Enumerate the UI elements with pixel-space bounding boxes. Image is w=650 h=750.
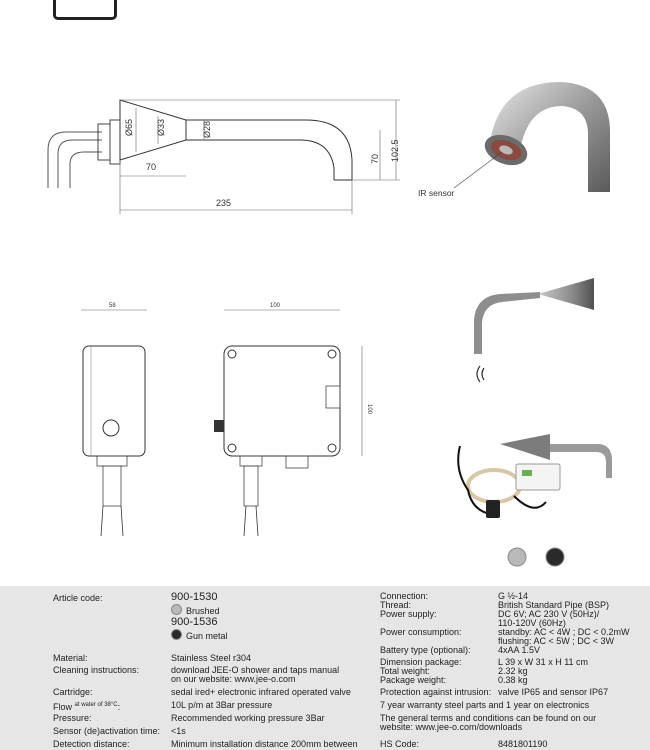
detection-label: Detection distance: xyxy=(53,739,130,749)
control-box-side-drawing: 58 xyxy=(81,303,147,537)
power-supply-value-2: 110-120V (60Hz) xyxy=(498,618,566,628)
package-weight-label: Package weight: xyxy=(380,675,447,685)
dimension-package-label: Dimension package: xyxy=(380,657,462,667)
power-supply-value-1: DC 6V; AC 230 V (50Hz)/ xyxy=(498,609,600,619)
control-box-front-drawing: 100 100 xyxy=(214,303,372,537)
finish-swatches xyxy=(507,547,565,567)
ir-sensor-photo xyxy=(484,82,610,192)
material-value: Stainless Steel r304 xyxy=(171,653,252,663)
ir-pointer-line xyxy=(453,151,503,189)
terms-text-2: website: www.jee-o.com/downloads xyxy=(380,722,523,732)
hs-code-value: 8481801190 xyxy=(498,739,548,749)
flow-value: 10L p/m at 3Bar pressure xyxy=(171,700,273,710)
sensor-wave-icon xyxy=(481,367,485,381)
brushed-dot-icon xyxy=(171,604,182,615)
spout-side-drawing: Ø65 Ø33 Ø28 70 235 70 102.5 xyxy=(47,99,400,214)
finish-2: Gun metal xyxy=(171,629,228,641)
dimension-package-value: L 39 x W 31 x H 11 cm xyxy=(498,657,589,667)
dim-w58: 58 xyxy=(109,303,116,309)
intrusion-label: Protection against intrusion: xyxy=(380,687,492,697)
article-code-label: Article code: xyxy=(53,593,103,603)
warranty-text: 7 year warranty steel parts and 1 year o… xyxy=(380,700,590,710)
power-consumption-label: Power consumption: xyxy=(380,627,462,637)
dim-h1025: 102.5 xyxy=(390,139,400,162)
dim-h70: 70 xyxy=(370,154,380,164)
thread-value: British Standard Pipe (BSP) xyxy=(498,600,610,610)
flow-superscript: at water of 38°C xyxy=(74,702,118,708)
cleaning-value-2: on our website: www.jee-o.com xyxy=(171,674,296,684)
dim-l70: 70 xyxy=(146,162,156,172)
dim-d28: Ø28 xyxy=(202,121,212,138)
dim-l235: 235 xyxy=(216,198,231,208)
cartridge-value: sedal ired+ electronic infrared operated… xyxy=(171,687,351,697)
finish-2-label: Gun metal xyxy=(186,631,228,641)
connection-label: Connection: xyxy=(380,591,429,601)
hs-code-label: HS Code: xyxy=(380,739,420,749)
pressure-value: Recommended working pressure 3Bar xyxy=(171,713,325,723)
detection-value: Minimum installation distance 200mm betw… xyxy=(171,739,358,749)
battery-value: 4xAA 1.5V xyxy=(498,645,541,655)
dim-d65: Ø65 xyxy=(124,119,134,136)
article-code-2: 900-1536 xyxy=(171,616,218,628)
thread-label: Thread: xyxy=(380,600,412,610)
dim-w100: 100 xyxy=(270,303,281,309)
cleaning-label: Cleaning instructions: xyxy=(53,665,140,675)
spout-product-photo xyxy=(474,278,594,383)
finish-1: Brushed xyxy=(171,604,220,616)
flow-label-text: Flow xyxy=(53,702,73,712)
dim-d33: Ø33 xyxy=(156,119,166,136)
flow-label: Flow at water of 38°C: xyxy=(53,702,121,712)
cleaning-value-1: download JEE-O shower and taps manual xyxy=(171,665,340,675)
connection-value: G ½-14 xyxy=(498,591,529,601)
gunmetal-dot-icon xyxy=(171,629,182,640)
article-code-1: 900-1530 xyxy=(171,591,218,603)
package-weight-value: 0.38 kg xyxy=(498,675,528,685)
pressure-label: Pressure: xyxy=(53,713,92,723)
ir-sensor-label: IR sensor xyxy=(418,188,455,198)
spec-panel: Article code: 900-1530 Brushed 900-1536 … xyxy=(0,586,650,750)
sensor-label: Sensor (de)activation time: xyxy=(53,726,161,736)
finish-1-label: Brushed xyxy=(186,606,220,616)
total-weight-label: Total weight: xyxy=(380,666,431,676)
dim-h100: 100 xyxy=(366,404,372,415)
sensor-value: <1s xyxy=(171,726,186,736)
material-label: Material: xyxy=(53,653,88,663)
brand-logo xyxy=(53,0,117,20)
brushed-swatch xyxy=(507,547,527,567)
total-weight-value: 2.32 kg xyxy=(498,666,528,676)
power-supply-label: Power supply: xyxy=(380,609,437,619)
gunmetal-swatch xyxy=(545,547,565,567)
terms-text-1: The general terms and conditions can be … xyxy=(380,713,597,723)
power-consumption-value-1: standby: AC < 4W ; DC < 0.2mW xyxy=(498,627,630,637)
battery-label: Battery type (optional): xyxy=(380,645,471,655)
kit-contents-photo xyxy=(457,434,612,518)
intrusion-value: valve IP65 and sensor IP67 xyxy=(498,687,609,697)
cartridge-label: Cartridge: xyxy=(53,687,93,697)
power-consumption-value-2: flushing: AC < 5W ; DC < 3W xyxy=(498,636,615,646)
